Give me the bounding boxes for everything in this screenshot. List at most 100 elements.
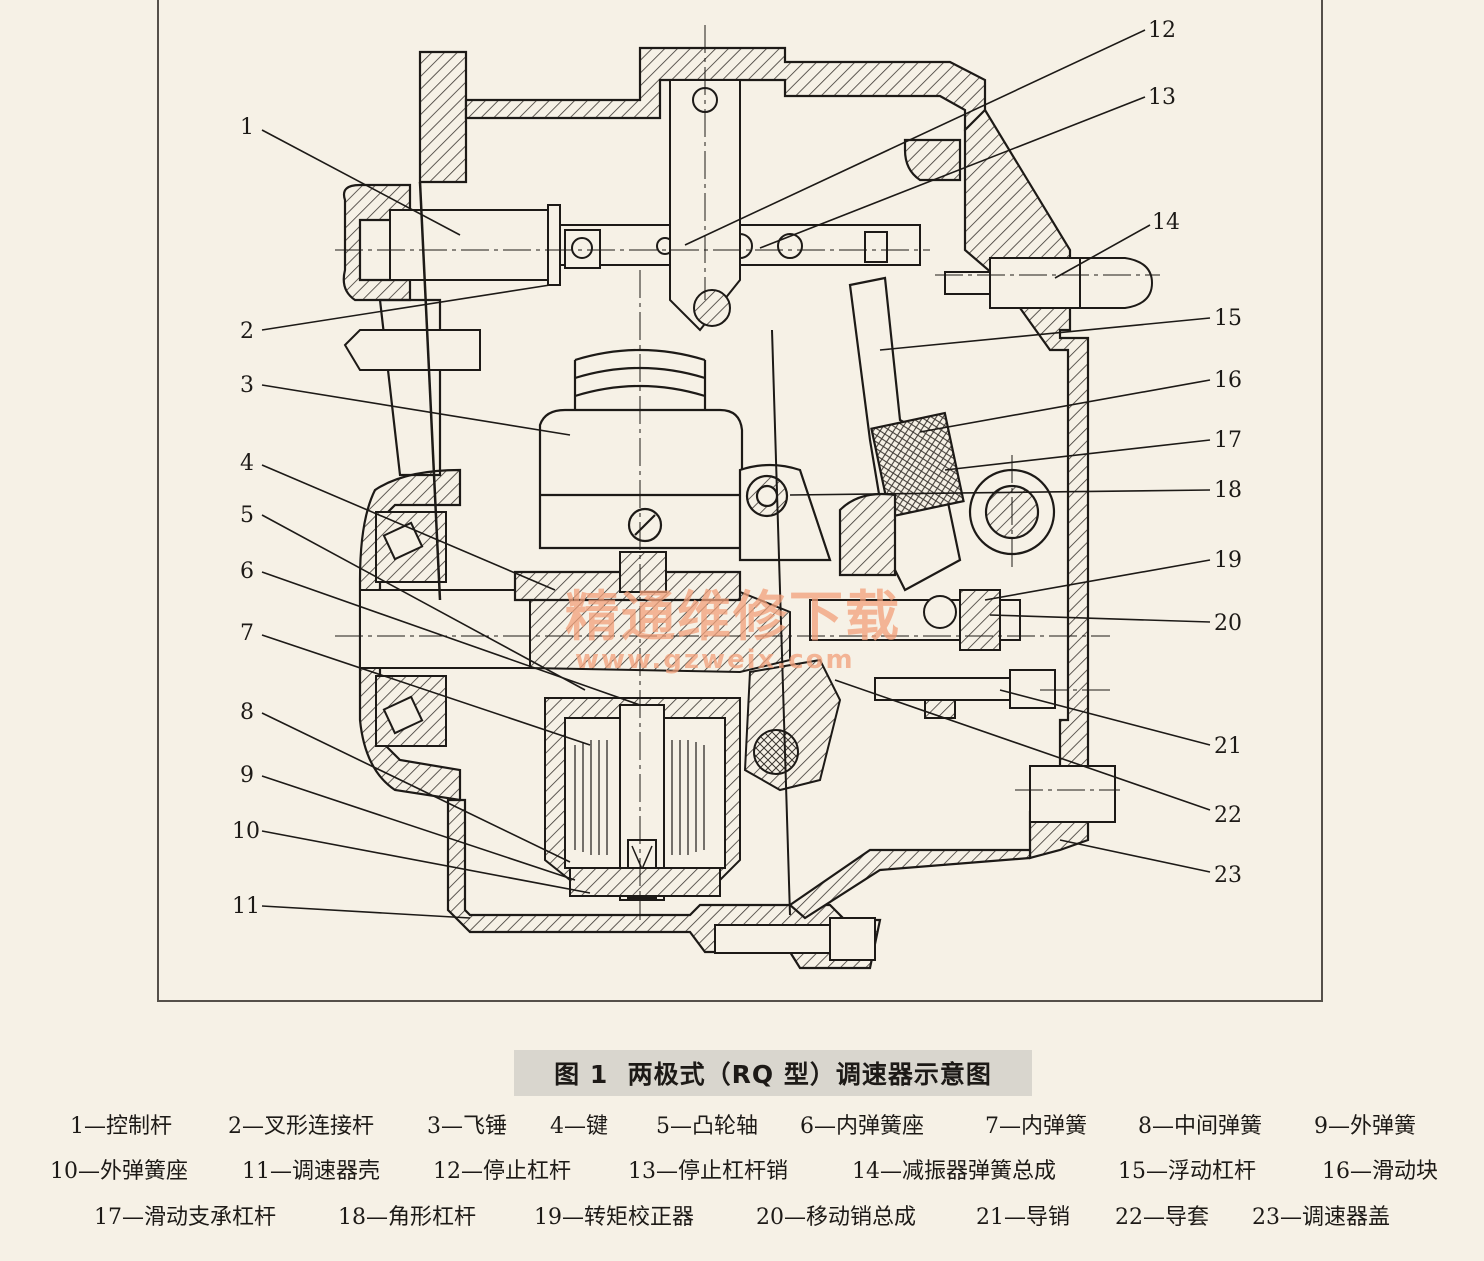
legend-item-dash: — — [441, 1114, 463, 1139]
watermark-url: www.gzweix.com — [575, 645, 855, 675]
legend-item: 7—内弹簧 — [985, 1108, 1087, 1140]
legend-item-dash: — — [78, 1159, 100, 1184]
legend-item-dash: — — [1004, 1205, 1026, 1230]
legend-item-dash: — — [880, 1159, 902, 1184]
legend-item-number: 10 — [50, 1159, 78, 1184]
legend-item-label: 滑动支承杠杆 — [144, 1205, 277, 1230]
legend-item: 16—滑动块 — [1322, 1153, 1438, 1185]
sliding-pin-assembly — [743, 589, 1056, 792]
camshaft — [359, 511, 791, 747]
legend-item-number: 18 — [338, 1205, 366, 1230]
legend-item: 23—调速器盖 — [1252, 1199, 1390, 1231]
callout-21: 21 — [1214, 734, 1242, 759]
legend-item-number: 14 — [852, 1159, 880, 1184]
legend-item-label: 调速器壳 — [292, 1159, 381, 1184]
legend-item: 14—减振器弹簧总成 — [852, 1153, 1056, 1185]
legend-item-dash: — — [122, 1205, 144, 1230]
callout-7: 7 — [240, 621, 254, 646]
legend-item: 1—控制杆 — [70, 1108, 172, 1140]
legend-item-number: 5 — [656, 1114, 670, 1139]
callout-2: 2 — [240, 319, 254, 344]
legend-item: 21—导销 — [976, 1199, 1070, 1231]
figure-caption: 图 1 两极式（RQ 型）调速器示意图 — [514, 1050, 1032, 1096]
centre-lines — [335, 25, 1160, 920]
legend-item-label: 叉形连接杆 — [264, 1114, 375, 1139]
legend-item: 12—停止杠杆 — [433, 1153, 571, 1185]
caption-title: 两极式（RQ 型）调速器示意图 — [627, 1060, 992, 1089]
callout-23: 23 — [1214, 863, 1242, 888]
legend-item-number: 16 — [1322, 1159, 1350, 1184]
legend-item-number: 21 — [976, 1205, 1004, 1230]
legend-item-label: 滑动块 — [1372, 1159, 1439, 1184]
legend-item-label: 外弹簧座 — [100, 1159, 189, 1184]
callout-10: 10 — [232, 819, 260, 844]
legend-item: 11—调速器壳 — [242, 1153, 380, 1185]
legend-item-number: 8 — [1138, 1114, 1152, 1139]
callout-6: 6 — [240, 559, 254, 584]
legend-item-label: 减振器弹簧总成 — [902, 1159, 1057, 1184]
callout-8: 8 — [240, 700, 254, 725]
legend-item-number: 11 — [242, 1159, 270, 1184]
governor-cross-section-drawing: 1 2 3 4 5 6 7 8 9 10 11 12 13 14 15 16 1… — [232, 18, 1242, 970]
legend-item-label: 角形杠杆 — [388, 1205, 477, 1230]
legend-item-number: 1 — [70, 1114, 84, 1139]
callout-14: 14 — [1152, 210, 1180, 235]
floating-lever — [738, 276, 1056, 592]
legend-item-dash: — — [1146, 1159, 1168, 1184]
callout-9: 9 — [240, 763, 254, 788]
legend-item-number: 17 — [94, 1205, 122, 1230]
legend-item-number: 6 — [800, 1114, 814, 1139]
legend-item-number: 13 — [628, 1159, 656, 1184]
legend-item-label: 移动销总成 — [806, 1205, 917, 1230]
callout-12: 12 — [1148, 18, 1176, 43]
callout-15: 15 — [1214, 306, 1242, 331]
legend-item-label: 凸轮轴 — [692, 1114, 759, 1139]
legend-item-label: 停止杠杆 — [483, 1159, 572, 1184]
legend-item-label: 浮动杠杆 — [1168, 1159, 1257, 1184]
legend-item-dash: — — [814, 1114, 836, 1139]
legend-item: 15—浮动杠杆 — [1118, 1153, 1256, 1185]
callout-11: 11 — [232, 894, 260, 919]
legend-item: 18—角形杠杆 — [338, 1199, 476, 1231]
legend-item-dash: — — [656, 1159, 678, 1184]
legend-item-label: 飞锤 — [463, 1114, 508, 1139]
legend-item-dash: — — [1152, 1114, 1174, 1139]
legend-item-dash: — — [461, 1159, 483, 1184]
legend-item-number: 2 — [228, 1114, 242, 1139]
callout-5: 5 — [240, 503, 254, 528]
legend-item: 5—凸轮轴 — [656, 1108, 758, 1140]
legend-item-label: 内弹簧 — [1021, 1114, 1088, 1139]
legend-item-label: 导套 — [1165, 1205, 1210, 1230]
legend-item: 4—键 — [550, 1108, 608, 1140]
watermark: 精通维修下载 www.gzweix.com — [565, 585, 901, 675]
legend-item-label: 中间弹簧 — [1174, 1114, 1263, 1139]
rack-rod — [418, 181, 442, 601]
legend-item-dash: — — [1328, 1114, 1350, 1139]
legend-item-number: 20 — [756, 1205, 784, 1230]
legend-item-label: 调速器盖 — [1302, 1205, 1391, 1230]
callout-22: 22 — [1214, 803, 1242, 828]
legend-item: 3—飞锤 — [427, 1108, 507, 1140]
legend-item: 6—内弹簧座 — [800, 1108, 924, 1140]
legend-item-dash: — — [670, 1114, 692, 1139]
watermark-cn: 精通维修下载 — [565, 585, 901, 648]
legend-item: 20—移动销总成 — [756, 1199, 916, 1231]
legend-item: 8—中间弹簧 — [1138, 1108, 1262, 1140]
damper-and-bolts — [343, 257, 1154, 961]
callout-13: 13 — [1148, 85, 1176, 110]
legend-item-number: 22 — [1115, 1205, 1143, 1230]
legend-item-label: 内弹簧座 — [836, 1114, 925, 1139]
legend-item-label: 停止杠杆销 — [678, 1159, 789, 1184]
callout-19: 19 — [1214, 548, 1242, 573]
callout-3: 3 — [240, 373, 254, 398]
legend-item-label: 键 — [586, 1114, 609, 1139]
caption-number: 图 1 — [554, 1060, 609, 1089]
legend-item: 9—外弹簧 — [1314, 1108, 1416, 1140]
callout-numbers: 1 2 3 4 5 6 7 8 9 10 11 12 13 14 15 16 1… — [232, 18, 1242, 919]
callout-20: 20 — [1214, 611, 1242, 636]
legend-item-dash: — — [784, 1205, 806, 1230]
legend-item-dash: — — [84, 1114, 106, 1139]
callout-1: 1 — [240, 115, 254, 140]
legend-item: 17—滑动支承杠杆 — [94, 1199, 276, 1231]
legend-item-dash: — — [270, 1159, 292, 1184]
